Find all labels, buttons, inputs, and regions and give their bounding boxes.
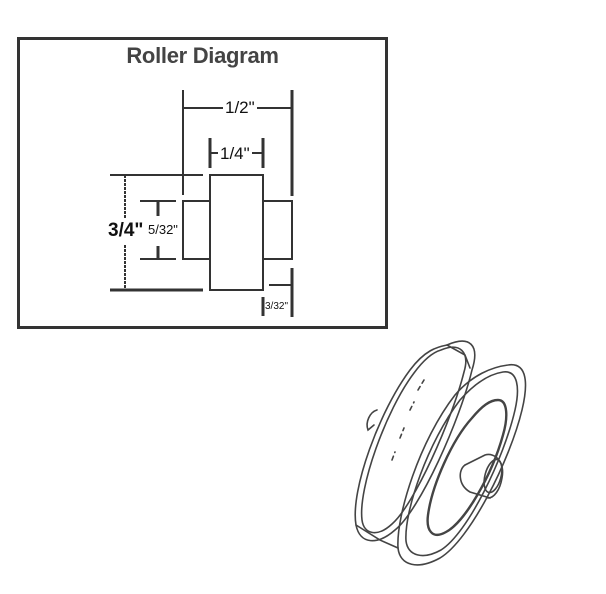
groove-bottom <box>355 524 399 549</box>
label-axle-protrusion: 3/32" <box>265 301 289 312</box>
front-recess <box>426 398 508 537</box>
back-flange <box>354 340 476 542</box>
diagram-frame <box>17 37 388 329</box>
front-flange <box>397 364 527 566</box>
axle-left <box>182 200 210 260</box>
label-overall-width: 1/2" <box>223 98 257 117</box>
label-wheel-width: 1/4" <box>218 144 252 163</box>
diagram-title: Roller Diagram <box>126 43 279 68</box>
back-flange-inner <box>360 346 467 534</box>
groove-top <box>446 344 471 369</box>
front-flange-rim <box>405 371 519 557</box>
label-axle-diameter: 5/32" <box>148 222 178 237</box>
axle-stub-end <box>483 458 503 494</box>
axle-stub <box>464 453 504 499</box>
wheel-body <box>209 174 264 291</box>
groove-hint <box>391 379 425 461</box>
label-diameter: 3/4" <box>108 220 144 241</box>
back-hub <box>366 409 378 432</box>
axle-right <box>263 200 293 260</box>
axle-stub-side <box>459 464 491 499</box>
